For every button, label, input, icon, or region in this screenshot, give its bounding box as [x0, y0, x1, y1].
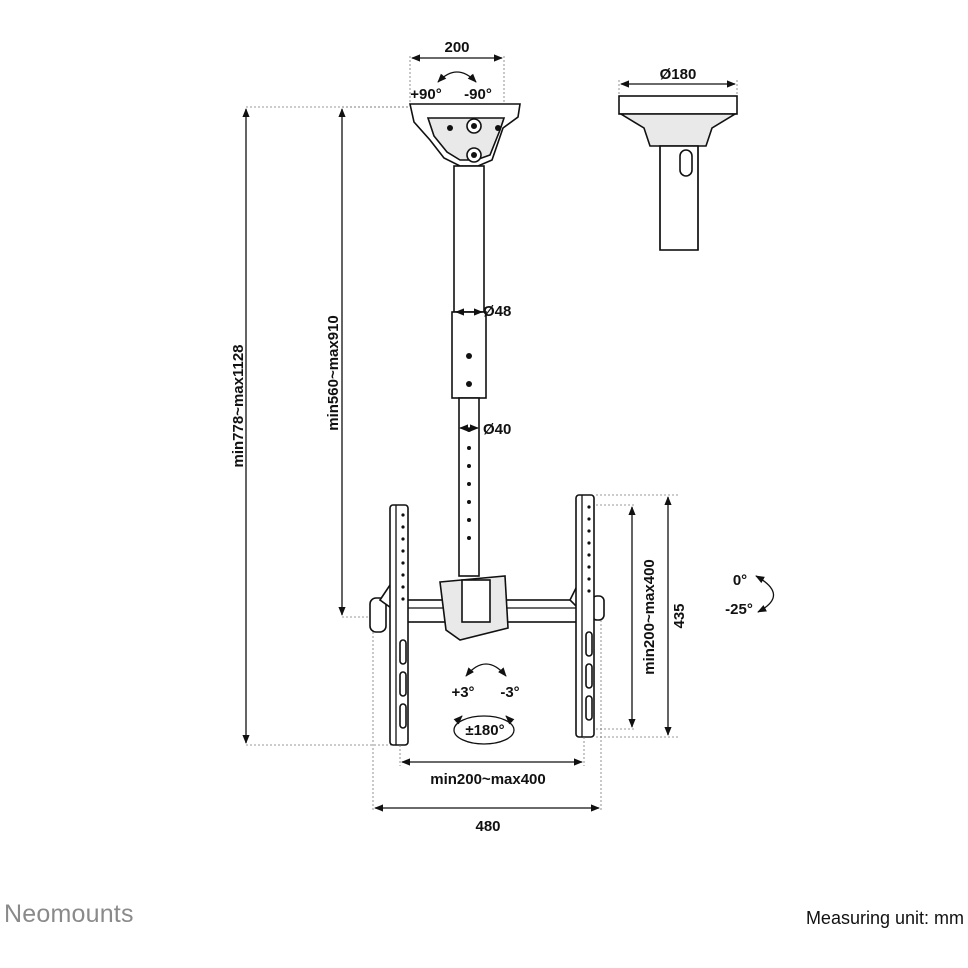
dim-pole-upper: Ø48: [483, 303, 511, 320]
dim-bracket-height: 435: [671, 603, 688, 628]
dim-rot-minus: -90°: [464, 86, 492, 103]
brand-logo: Neomounts: [4, 900, 134, 928]
dim-vesa-height: min200~max400: [641, 559, 658, 675]
pole: [451, 165, 487, 577]
dim-swivel-plus: +3°: [451, 684, 474, 701]
dim-tilt-minus: -25°: [725, 601, 753, 618]
dim-rotation: ±180°: [465, 722, 504, 739]
dim-pole-lower: Ø40: [483, 421, 511, 438]
measuring-unit: Measuring unit: mm: [805, 908, 964, 928]
dim-total-height: min778~max1128: [230, 344, 247, 467]
dim-total-width: 480: [475, 818, 500, 835]
dim-top-width: 200: [444, 39, 469, 56]
dim-vesa-width: min200~max400: [430, 771, 546, 788]
ceiling-plate-detail: Ø180: [618, 66, 738, 251]
left-vesa-bracket: [389, 504, 409, 746]
ceiling-head: [409, 103, 521, 167]
dim-plate-diameter: Ø180: [660, 66, 697, 83]
dim-swivel-minus: -3°: [500, 684, 519, 701]
right-vesa-bracket: [575, 494, 595, 738]
dim-rot-plus: +90°: [410, 86, 441, 103]
dim-tilt-zero: 0°: [733, 572, 747, 589]
dim-pole-height: min560~max910: [325, 315, 342, 431]
